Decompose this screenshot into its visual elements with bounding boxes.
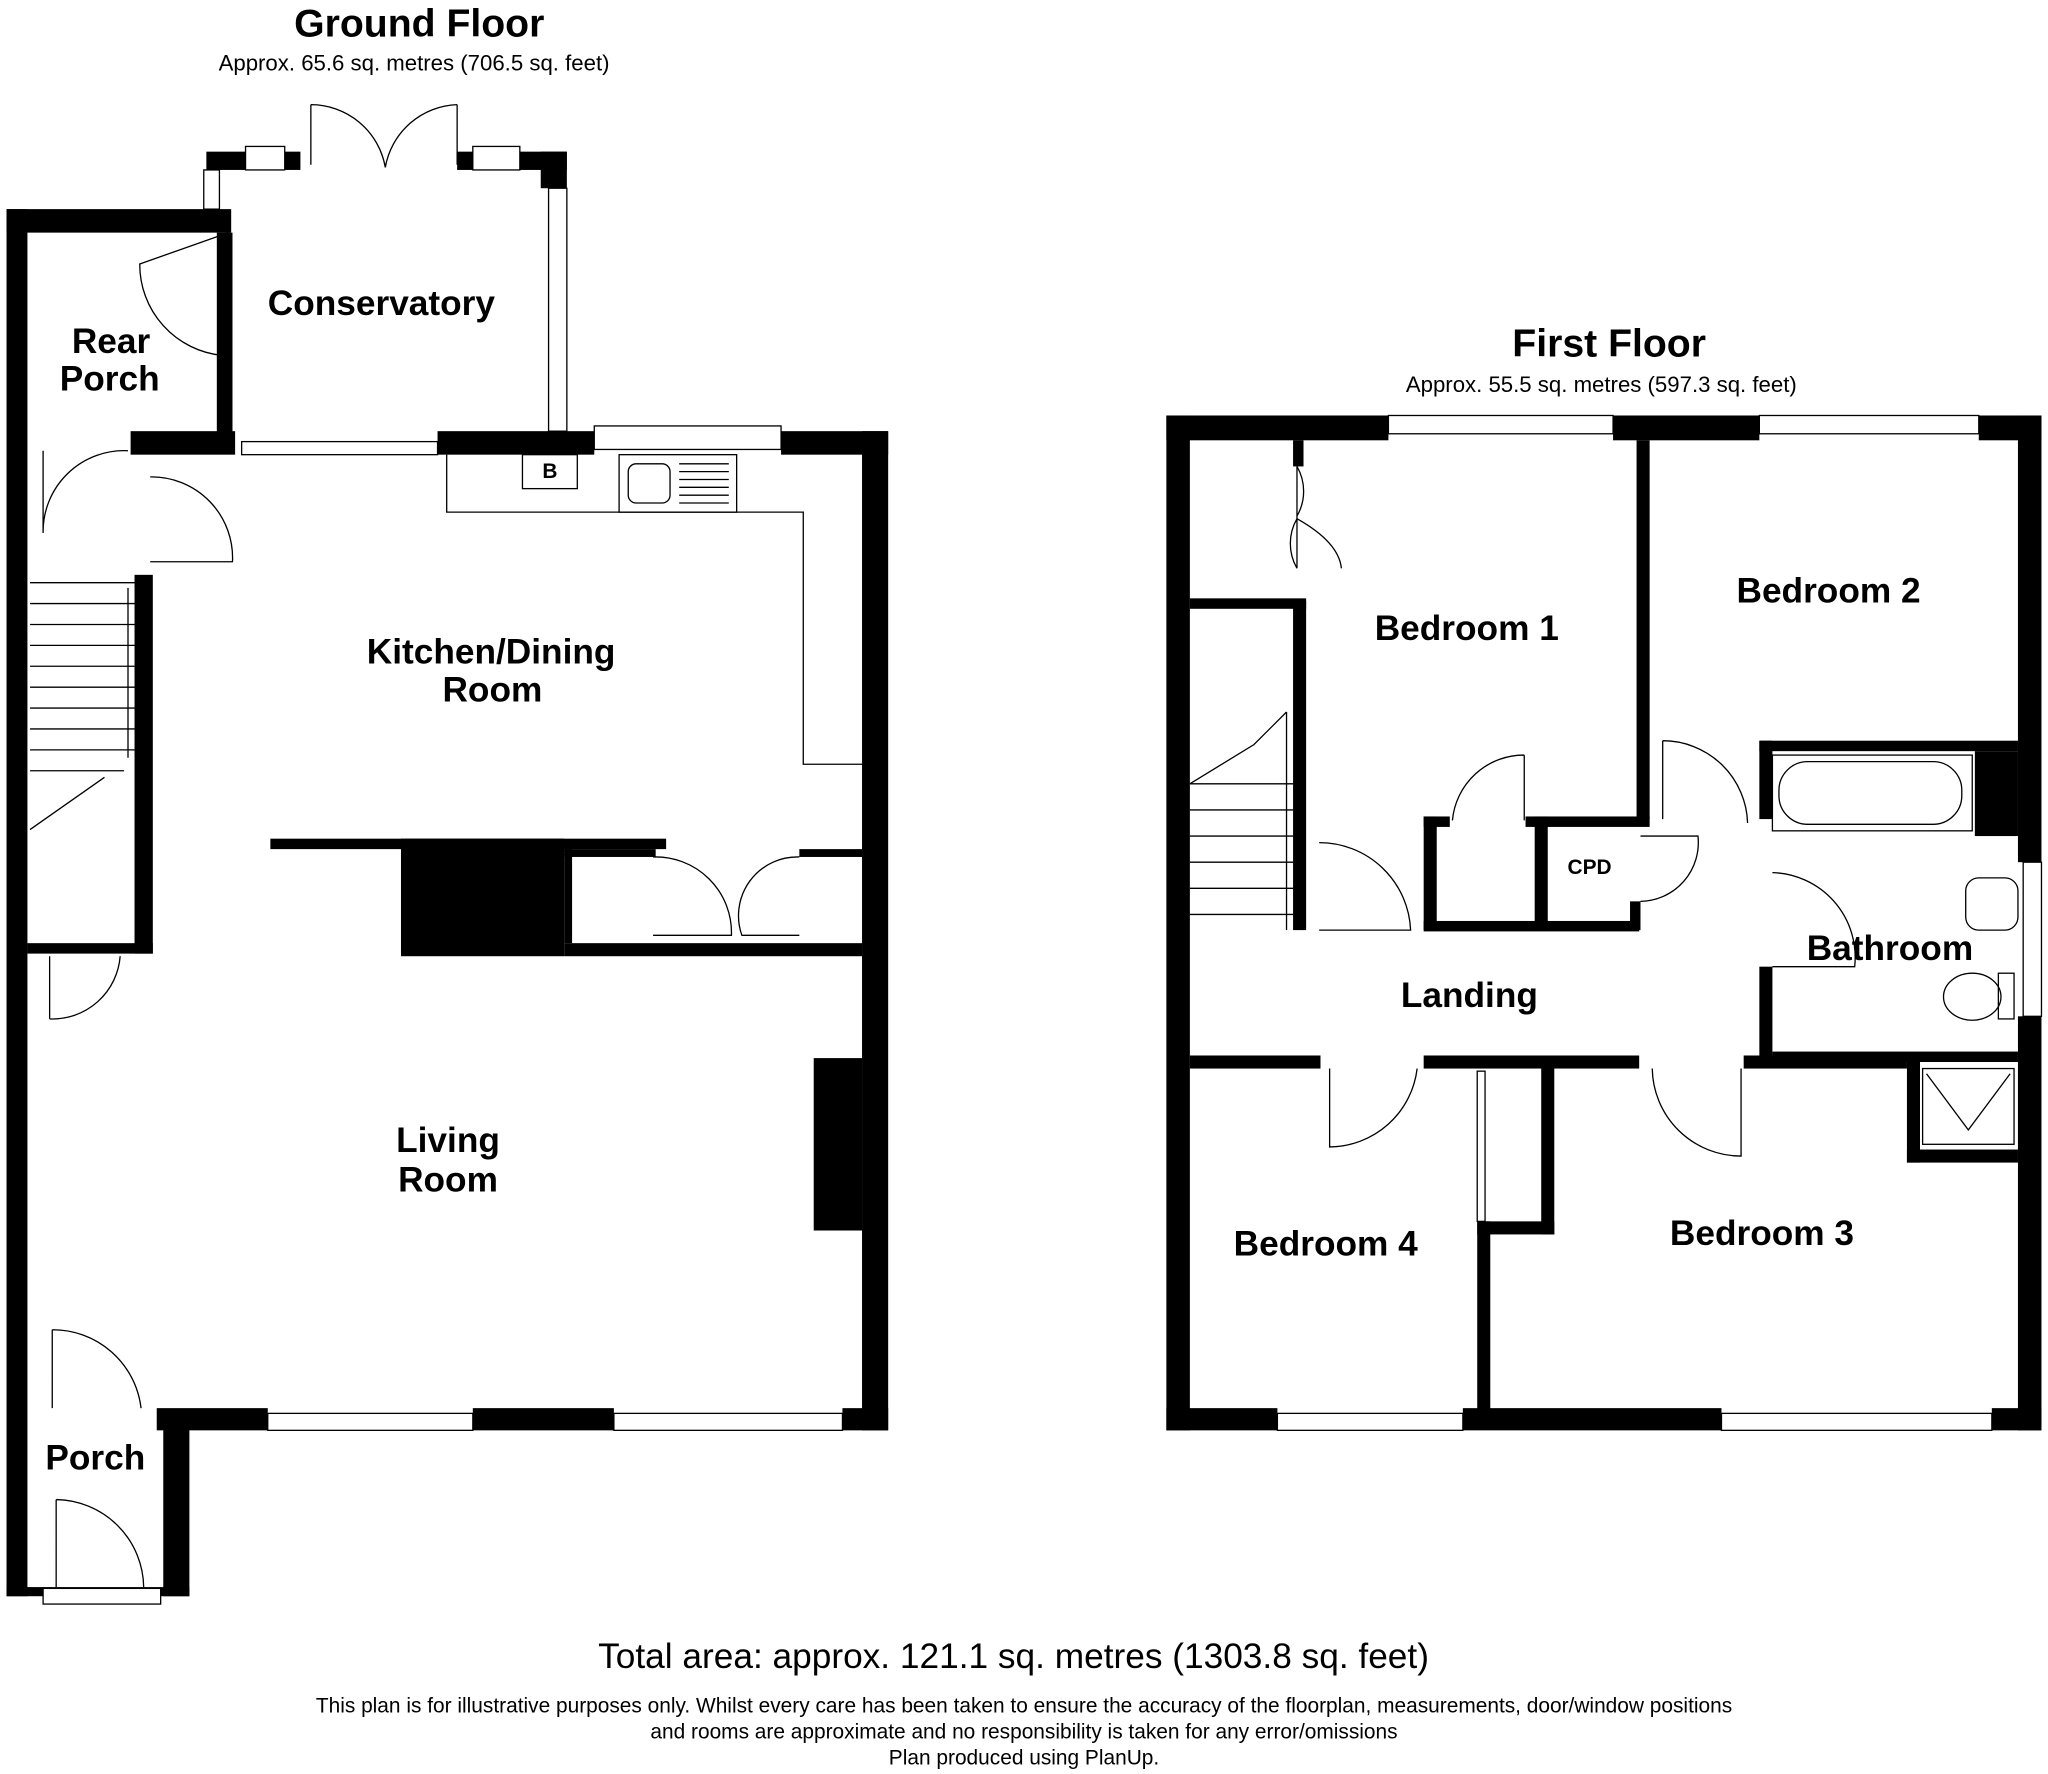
room-label-kitchen-2: Room (442, 671, 542, 710)
ground-floor-labels: Conservatory Rear Porch Kitchen/Dining R… (45, 284, 615, 1478)
room-label-bathroom: Bathroom (1807, 929, 1973, 968)
first-floor-walls (1166, 415, 2042, 1431)
disclaimer-line-2: and rooms are approximate and no respons… (650, 1721, 1397, 1744)
first-floor-area: Approx. 55.5 sq. metres (597.3 sq. feet) (1406, 372, 1797, 397)
total-area: Total area: approx. 121.1 sq. metres (13… (598, 1637, 1429, 1676)
room-label-kitchen-1: Kitchen/Dining (367, 633, 616, 672)
room-label-bedroom-1: Bedroom 1 (1375, 609, 1559, 648)
room-label-cpd: CPD (1568, 856, 1612, 879)
ground-floor-walls (6, 151, 889, 1597)
toilet-icon (1942, 972, 2015, 1021)
ground-floor-windows (42, 145, 844, 1605)
first-floor-labels: Bedroom 1 Bedroom 2 Bedroom 3 Bedroom 4 … (1234, 571, 1974, 1263)
first-floor-title: First Floor (1512, 323, 1706, 366)
room-label-bedroom-4: Bedroom 4 (1234, 1224, 1419, 1263)
disclaimer-line-3: Plan produced using PlanUp. (889, 1747, 1159, 1770)
room-label-bedroom-3: Bedroom 3 (1670, 1214, 1854, 1253)
first-floor-doors (1289, 466, 1856, 1223)
boiler-label: B (542, 460, 557, 483)
room-label-bedroom-2: Bedroom 2 (1737, 571, 1921, 610)
stairs-icon (1189, 711, 1294, 931)
ground-floor-doors (42, 103, 800, 1588)
ground-floor-title: Ground Floor (294, 3, 544, 46)
first-floor-fixtures (1189, 711, 2019, 1145)
room-label-rear-porch-1: Rear (72, 322, 151, 361)
first-floor-windows (1276, 414, 2043, 1431)
room-label-landing: Landing (1401, 976, 1538, 1015)
bath-icon (1771, 754, 1973, 832)
room-label-rear-porch-2: Porch (60, 360, 160, 399)
disclaimer-line-1: This plan is for illustrative purposes o… (316, 1694, 1732, 1717)
footer: Total area: approx. 121.1 sq. metres (13… (316, 1637, 1732, 1770)
first-floor-plan: First Floor Approx. 55.5 sq. metres (597… (1166, 323, 2043, 1431)
room-label-porch: Porch (45, 1439, 145, 1478)
sink-icon (618, 454, 738, 513)
room-label-living-2: Room (398, 1160, 498, 1199)
basin-icon (1965, 877, 2019, 931)
shower-icon (1921, 1067, 2015, 1145)
stairs-icon (29, 582, 135, 831)
ground-floor-plan: Ground Floor Approx. 65.6 sq. metres (70… (6, 3, 889, 1605)
ground-floor-area: Approx. 65.6 sq. metres (706.5 sq. feet) (219, 51, 610, 76)
boiler-icon (521, 454, 578, 490)
room-label-living-1: Living (396, 1121, 500, 1160)
ground-floor-fixtures: B (29, 454, 863, 831)
room-label-conservatory: Conservatory (268, 284, 496, 323)
